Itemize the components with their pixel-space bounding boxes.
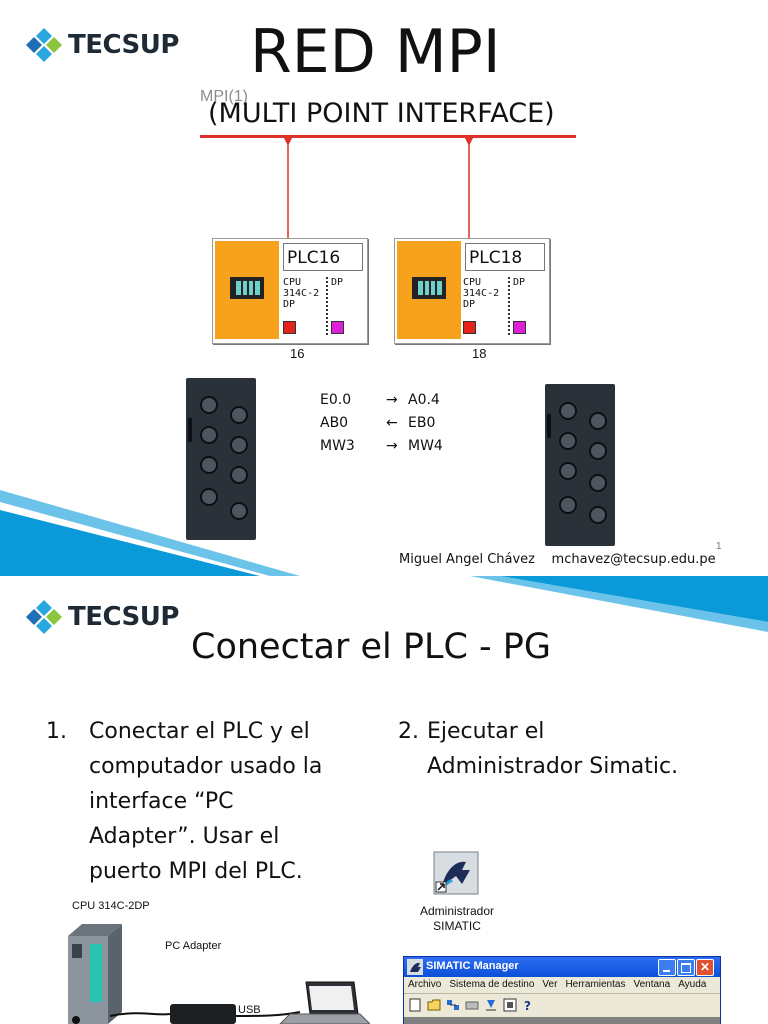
plc-dp-label: DP bbox=[331, 277, 344, 288]
plc-name: PLC16 bbox=[283, 243, 363, 271]
menu-ayuda[interactable]: Ayuda bbox=[678, 979, 707, 990]
plc-station-16: PLC16 CPU 314C-2 DP DP bbox=[212, 238, 368, 344]
close-icon: ✕ bbox=[699, 960, 711, 974]
step-2-text: Ejecutar el Administrador Simatic. bbox=[427, 719, 679, 779]
step-2-number: 2. bbox=[398, 719, 419, 744]
window-title: SIMATIC Manager bbox=[426, 960, 519, 972]
plc-address: 16 bbox=[290, 346, 305, 361]
mapping-row: E0.0→A0.4 bbox=[320, 392, 440, 408]
mapping-row: AB0←EB0 bbox=[320, 415, 436, 431]
plc-cpu-label: CPU 314C-2 DP bbox=[283, 277, 320, 310]
app-icon bbox=[407, 959, 423, 975]
slide-red-mpi: TECSUP RED MPI MPI(1) (MULTI POINT INTER… bbox=[0, 17, 722, 576]
simatic-manager-icon bbox=[433, 851, 479, 895]
menu-ventana[interactable]: Ventana bbox=[633, 979, 671, 990]
mpi-bus-line bbox=[200, 135, 576, 138]
plc-status-led-red bbox=[463, 321, 476, 334]
pc-adapter-illustration bbox=[68, 924, 370, 1024]
io-module-photo-left bbox=[186, 378, 256, 540]
network-label: MPI(1) bbox=[200, 88, 248, 105]
close-button[interactable]: ✕ bbox=[696, 959, 714, 976]
plc-module-icon bbox=[230, 277, 264, 299]
simulation-icon[interactable] bbox=[503, 998, 517, 1012]
slide-title: RED MPI bbox=[250, 17, 501, 87]
usb-label: USB bbox=[238, 1004, 261, 1016]
plc-status-led-red bbox=[283, 321, 296, 334]
tecsup-logo-icon bbox=[26, 600, 62, 634]
minimize-button[interactable] bbox=[658, 959, 676, 976]
blue-swoosh-decoration bbox=[0, 490, 300, 576]
download-icon[interactable] bbox=[484, 998, 498, 1012]
plc-slot-divider bbox=[326, 277, 328, 335]
cpu-label: CPU 314C-2DP bbox=[72, 900, 150, 912]
maximize-icon bbox=[681, 963, 691, 973]
adapter-label: PC Adapter bbox=[165, 940, 222, 952]
memory-card-icon[interactable] bbox=[465, 998, 479, 1012]
footer-author: Miguel Angel Chávez bbox=[399, 552, 535, 567]
new-document-icon[interactable] bbox=[408, 998, 422, 1012]
menu-sistema-de-destino[interactable]: Sistema de destino bbox=[449, 979, 535, 990]
slide-conectar-plc: TECSUP Conectar el PLC - PG 1. Conectar … bbox=[0, 576, 768, 1024]
svg-text:?: ? bbox=[524, 999, 531, 1012]
menu-archivo[interactable]: Archivo bbox=[408, 979, 442, 990]
tecsup-logo-icon bbox=[26, 28, 62, 62]
plc-status-led-magenta bbox=[331, 321, 344, 334]
menu-ver[interactable]: Ver bbox=[542, 979, 558, 990]
step-1-number: 1. bbox=[46, 719, 67, 744]
address-mapping-list: E0.0→A0.4 AB0←EB0 MW3→MW4 bbox=[320, 389, 443, 458]
menu-herramientas[interactable]: Herramientas bbox=[565, 979, 626, 990]
window-workspace bbox=[404, 1017, 720, 1024]
mapping-row: MW3→MW4 bbox=[320, 438, 443, 454]
help-icon[interactable]: ? bbox=[522, 998, 536, 1012]
plc-cpu-label: CPU 314C-2 DP bbox=[463, 277, 500, 310]
desktop-icon-label: Administrador SIMATIC bbox=[419, 904, 495, 933]
window-titlebar[interactable]: SIMATIC Manager ✕ bbox=[404, 957, 720, 977]
footer: Miguel Angel Chávez mchavez@tecsup.edu.p… bbox=[399, 552, 716, 567]
io-module-photo-right bbox=[545, 384, 615, 546]
mpi-drop-lines bbox=[284, 138, 473, 240]
accessible-nodes-icon[interactable] bbox=[446, 998, 460, 1012]
slide-title: Conectar el PLC - PG bbox=[191, 627, 552, 667]
toolbar: ? bbox=[408, 996, 536, 1014]
plc-status-led-magenta bbox=[513, 321, 526, 334]
menu-bar: Archivo Sistema de destino Ver Herramien… bbox=[408, 979, 706, 990]
open-folder-icon[interactable] bbox=[427, 998, 441, 1012]
blue-swoosh-top-decoration bbox=[470, 576, 768, 632]
maximize-button[interactable] bbox=[677, 959, 695, 976]
plc-station-18: PLC18 CPU 314C-2 DP DP bbox=[394, 238, 550, 344]
tecsup-logo: TECSUP bbox=[24, 598, 179, 636]
simatic-manager-window: SIMATIC Manager ✕ Archivo Sistema de des… bbox=[403, 956, 721, 1024]
minimize-icon bbox=[663, 970, 670, 972]
page-number: 1 bbox=[716, 541, 722, 552]
step-1-text: Conectar el PLC y el computador usado la… bbox=[89, 719, 323, 884]
plc-name: PLC18 bbox=[465, 243, 545, 271]
network-caption: (MULTI POINT INTERFACE) bbox=[208, 98, 555, 129]
tecsup-logo-text: TECSUP bbox=[68, 30, 179, 60]
tecsup-logo-text: TECSUP bbox=[68, 602, 179, 632]
plc-module-icon bbox=[412, 277, 446, 299]
footer-email: mchavez@tecsup.edu.pe bbox=[551, 552, 716, 567]
plc-dp-label: DP bbox=[513, 277, 526, 288]
plc-slot-divider bbox=[508, 277, 510, 335]
plc-address: 18 bbox=[472, 346, 487, 361]
tecsup-logo: TECSUP bbox=[24, 26, 179, 64]
simatic-manager-desktop-icon[interactable] bbox=[432, 850, 480, 896]
mpi-network-diagram: MPI(1) (MULTI POINT INTERFACE) PLC16 CPU… bbox=[194, 86, 580, 370]
